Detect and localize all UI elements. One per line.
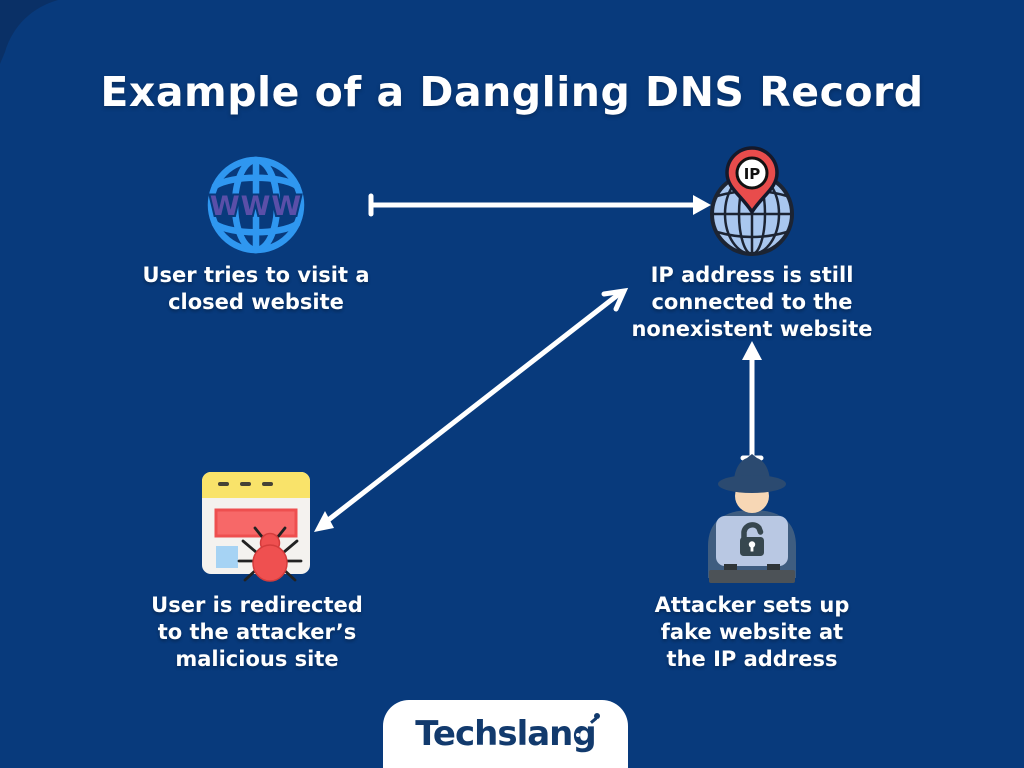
- techslang-logo: Techslang: [415, 713, 600, 754]
- caption-user-redirected: User is redirected to the attacker’s mal…: [117, 592, 397, 673]
- caption-line: closed website: [168, 290, 344, 314]
- www-globe-icon: WWW: [207, 156, 305, 254]
- hacker-laptop-icon: [708, 454, 796, 583]
- caption-line: nonexistent website: [631, 317, 873, 341]
- caption-ip-still-connected: IP address is still connected to the non…: [602, 262, 902, 343]
- robot-eye-icon: [576, 733, 581, 737]
- caption-attacker-fake-website: Attacker sets up fake website at the IP …: [602, 592, 902, 673]
- caption-line: User is redirected: [151, 593, 363, 617]
- techslang-logo-box: Techslang: [383, 700, 628, 768]
- ip-location-globe-icon: IP: [710, 146, 794, 256]
- caption-line: connected to the: [651, 290, 853, 314]
- arrow-www-to-ip-icon: [368, 193, 711, 217]
- malicious-site-browser-bug-icon: [202, 472, 310, 582]
- corner-decoration: [0, 0, 58, 64]
- caption-line: fake website at: [660, 620, 844, 644]
- page-title: Example of a Dangling DNS Record: [100, 68, 924, 116]
- caption-user-visits-closed-website: User tries to visit a closed website: [116, 262, 396, 316]
- caption-line: to the attacker’s: [157, 620, 357, 644]
- browser-window-dashes: [218, 482, 273, 486]
- robot-antenna-dot-icon: [593, 713, 600, 719]
- padlock-icon: [740, 522, 764, 556]
- robot-eye-icon: [583, 733, 588, 737]
- caption-line: malicious site: [175, 647, 339, 671]
- caption-line: IP address is still: [650, 263, 854, 287]
- ip-pin-label: IP: [744, 165, 761, 183]
- caption-line: the IP address: [666, 647, 838, 671]
- www-letters: WWW: [210, 191, 302, 222]
- bug-icon: [237, 526, 303, 582]
- arrow-attacker-to-ip-icon: [740, 341, 764, 461]
- robot-g-glyph: g: [572, 713, 600, 751]
- caption-line: User tries to visit a: [142, 263, 370, 287]
- caption-line: Attacker sets up: [654, 593, 850, 617]
- logo-text-head: Techslan: [415, 714, 573, 754]
- arrow-ip-to-browser-icon: [314, 287, 629, 532]
